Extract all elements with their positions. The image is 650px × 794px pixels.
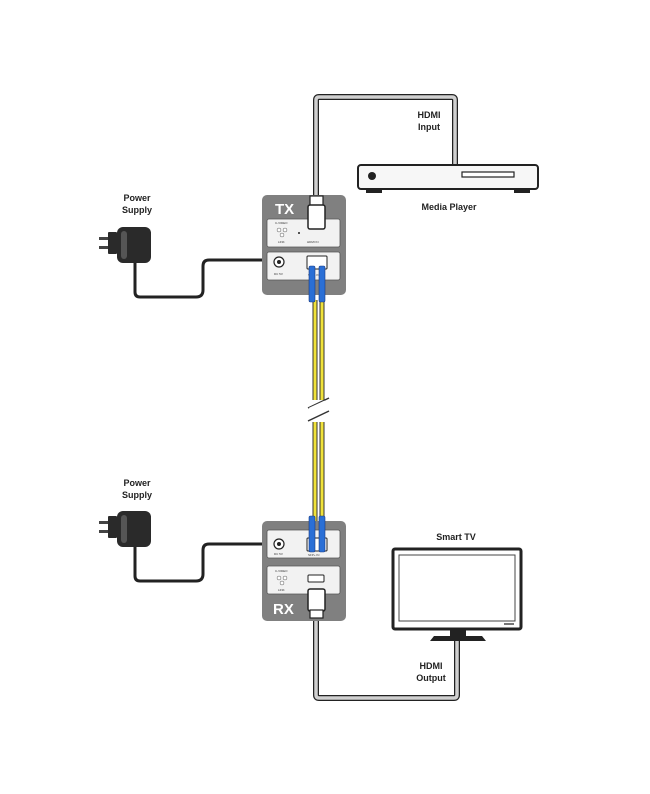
tx-title: TX — [275, 201, 294, 218]
media-player-icon — [357, 164, 539, 193]
hdmi-output-label-line2: Output — [416, 673, 446, 683]
tx-link-label: LINK — [278, 240, 285, 244]
rx-fiber-connector-icon — [308, 515, 326, 553]
tx-unit: TX C-VIDEO LINK HDMI IN DC 5V SFP+ IN — [262, 195, 346, 303]
tx-dc5v-label: DC 5V — [274, 272, 283, 276]
hdmi-input-label-line1: HDMI — [418, 110, 441, 120]
rx-unit: DC 5V SFP+ IN C-VIDEO LINK RX — [262, 515, 346, 621]
media-player-label: Media Player — [421, 202, 477, 212]
hdmi-output-label-line1: HDMI — [420, 661, 443, 671]
smart-tv-icon — [391, 547, 523, 641]
tx-fiber-connector-icon — [308, 265, 326, 303]
hdmi-input-label-line2: Input — [418, 122, 440, 132]
hdmi-output-cable — [313, 610, 460, 701]
tx-cvideo-label: C-VIDEO — [275, 221, 288, 225]
rx-title: RX — [273, 601, 294, 618]
rx-dc5v-label: DC 5V — [274, 552, 283, 556]
fiber-optic-cable — [307, 300, 330, 528]
power-supply-bottom-label-line1: Power — [123, 478, 151, 488]
rx-link-label: LINK — [278, 588, 285, 592]
rx-sfp-in-label: SFP+ IN — [308, 553, 319, 557]
power-supply-bottom-label-line2: Supply — [122, 490, 152, 500]
rx-cvideo-label: C-VIDEO — [275, 569, 288, 573]
tx-hdmi-in-label: HDMI IN — [307, 240, 319, 244]
power-supply-top-label-line1: Power — [123, 193, 151, 203]
smart-tv-label: Smart TV — [436, 532, 476, 542]
power-supply-top-icon — [99, 227, 262, 299]
power-supply-bottom-icon — [99, 511, 262, 583]
hdmi-input-cable — [313, 94, 458, 195]
power-supply-top-label-line2: Supply — [122, 205, 152, 215]
